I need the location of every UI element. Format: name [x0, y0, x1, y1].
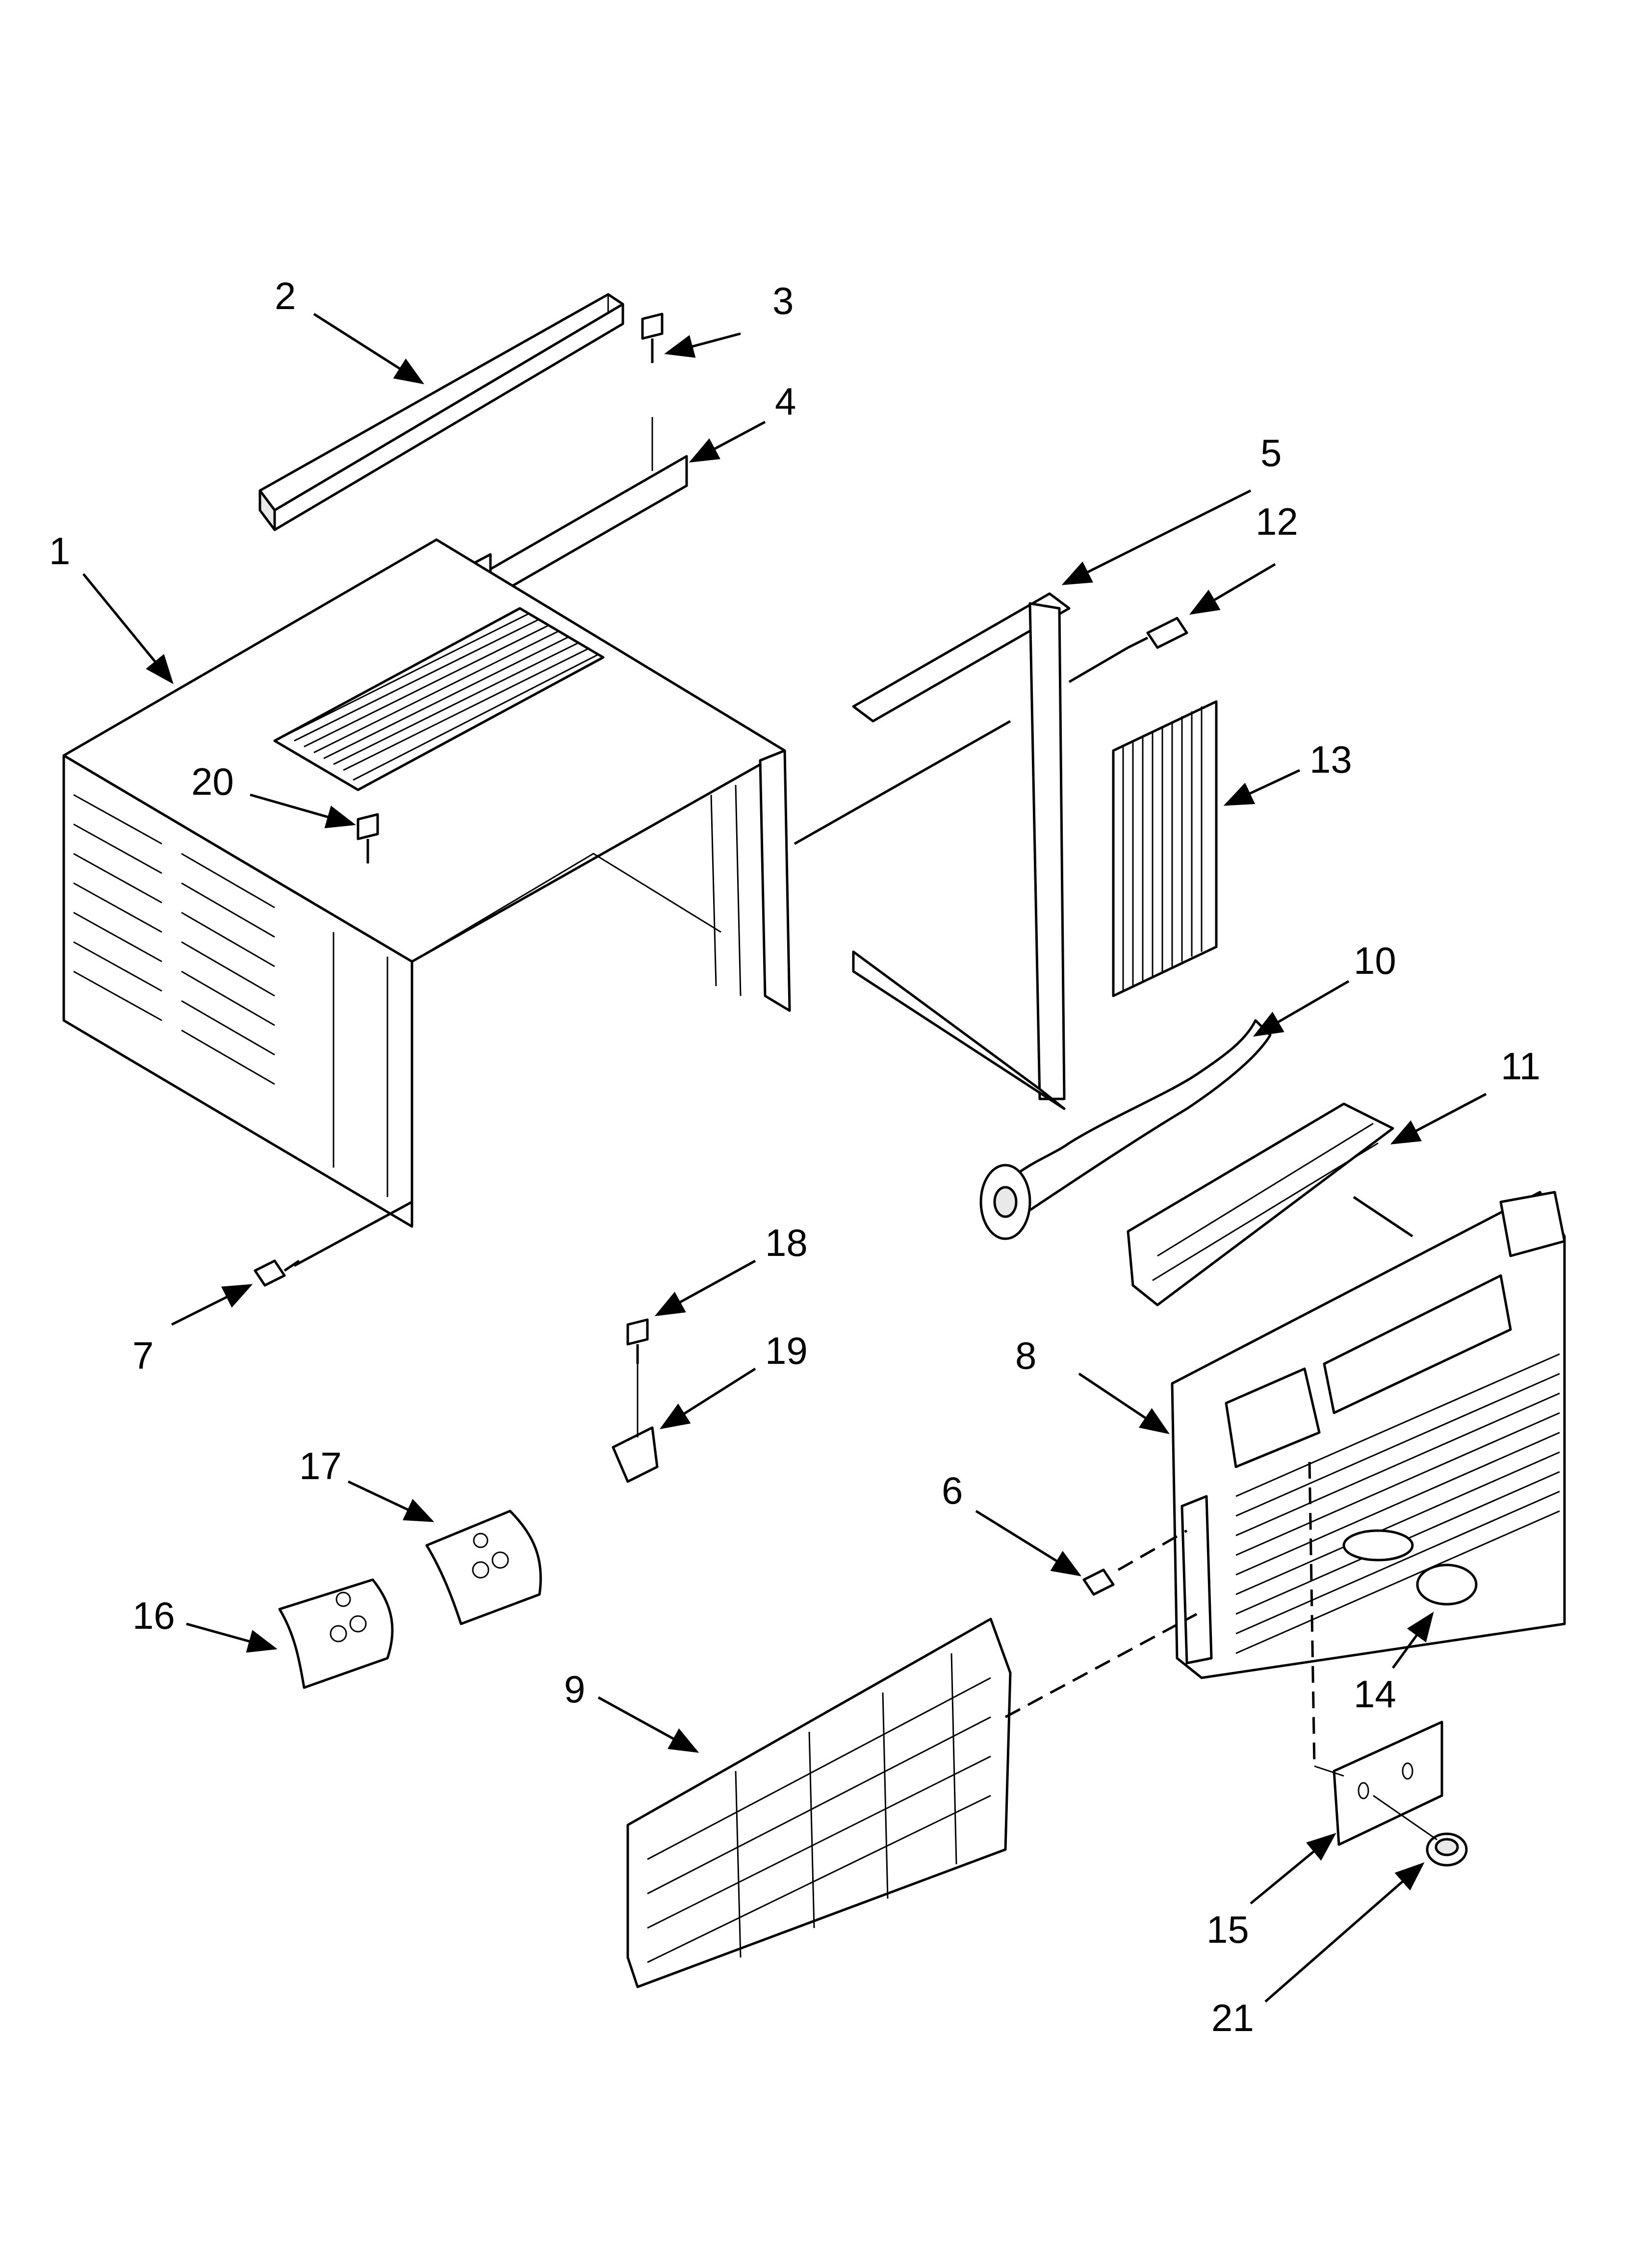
part-bracket-kit-16 — [278, 1578, 394, 1689]
callout-17: 17 — [299, 1444, 342, 1487]
screw-12 — [1127, 617, 1188, 649]
part-air-deflector — [1127, 1102, 1394, 1306]
part-blower-wheel — [979, 1019, 1272, 1240]
screw-7 — [254, 1259, 300, 1287]
part-bracket-kit-17 — [425, 1510, 542, 1625]
part-cover — [1416, 1564, 1478, 1606]
part-top-rail — [258, 293, 624, 531]
callout-3: 3 — [772, 279, 794, 322]
callout-7: 7 — [132, 1334, 154, 1377]
callout-16: 16 — [132, 1594, 175, 1637]
callout-14: 14 — [1354, 1672, 1396, 1716]
leader-arrows — [82, 313, 1487, 2003]
part-frame — [852, 592, 1071, 1110]
screw-20 — [357, 813, 379, 863]
callout-5: 5 — [1260, 431, 1282, 474]
screw-6 — [1082, 1568, 1115, 1596]
callout-2: 2 — [275, 274, 296, 317]
part-knob — [1426, 1832, 1468, 1867]
part-clip — [612, 1354, 659, 1483]
callout-6: 6 — [942, 1469, 963, 1512]
callout-1: 1 — [49, 529, 70, 573]
screw-18 — [626, 1318, 649, 1364]
part-control-plate — [1333, 1721, 1443, 1846]
assembly-lines — [293, 646, 1437, 1841]
callout-8: 8 — [1015, 1334, 1036, 1377]
part-air-filter — [626, 1617, 1012, 1988]
callout-15: 15 — [1206, 1908, 1249, 1951]
part-front-panel — [1171, 1191, 1566, 1679]
screw-3 — [641, 313, 664, 363]
callout-18: 18 — [765, 1221, 808, 1264]
callout-11: 11 — [1501, 1044, 1540, 1088]
callout-labels: 1 2 3 4 5 6 7 8 9 10 11 12 13 14 15 16 1… — [49, 274, 1540, 2039]
part-grille-panel — [1112, 700, 1218, 997]
callout-20: 20 — [191, 760, 234, 803]
callout-21: 21 — [1211, 1996, 1254, 2039]
callout-4: 4 — [775, 380, 796, 423]
callout-19: 19 — [765, 1329, 808, 1372]
part-cabinet — [62, 538, 791, 1228]
callout-13: 13 — [1309, 738, 1352, 781]
callout-9: 9 — [564, 1668, 585, 1711]
callout-10: 10 — [1354, 939, 1396, 982]
callout-12: 12 — [1256, 500, 1298, 543]
